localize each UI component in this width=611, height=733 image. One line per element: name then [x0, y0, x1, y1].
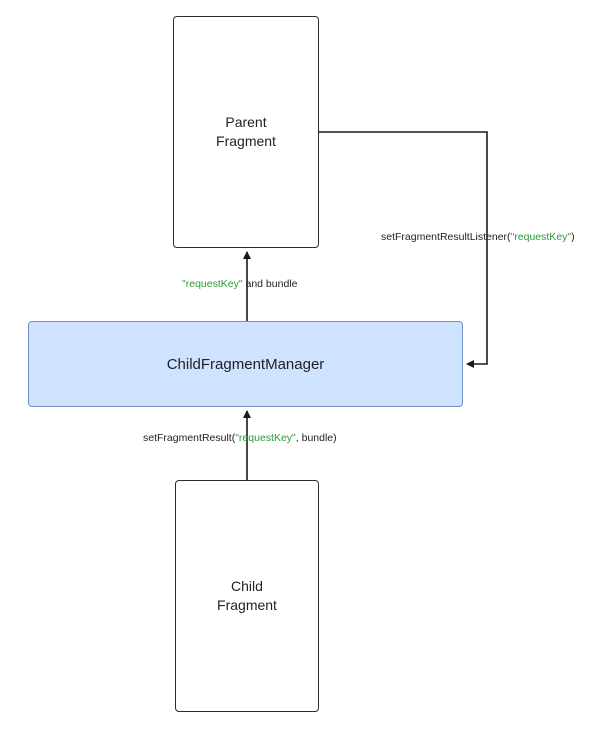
arrow-parent-listener	[319, 131, 488, 368]
request-key-text: "requestKey"	[510, 231, 572, 243]
child-fragment-box: Child Fragment	[175, 480, 319, 712]
request-key-text: "requestKey"	[235, 432, 296, 444]
parent-fragment-box: Parent Fragment	[173, 16, 319, 248]
child-fragment-manager-label: ChildFragmentManager	[166, 355, 325, 373]
child-fragment-label: Child Fragment	[217, 578, 277, 613]
request-key-text: "requestKey"	[182, 278, 243, 290]
child-fragment-manager-box: ChildFragmentManager	[28, 321, 463, 407]
label-set-fragment-result: setFragmentResult("requestKey", bundle)	[143, 432, 337, 444]
label-request-key-and-bundle: "requestKey" and bundle	[182, 278, 298, 290]
label-set-fragment-result-listener: setFragmentResultListener("requestKey")	[381, 231, 575, 243]
parent-fragment-label: Parent Fragment	[216, 114, 276, 149]
